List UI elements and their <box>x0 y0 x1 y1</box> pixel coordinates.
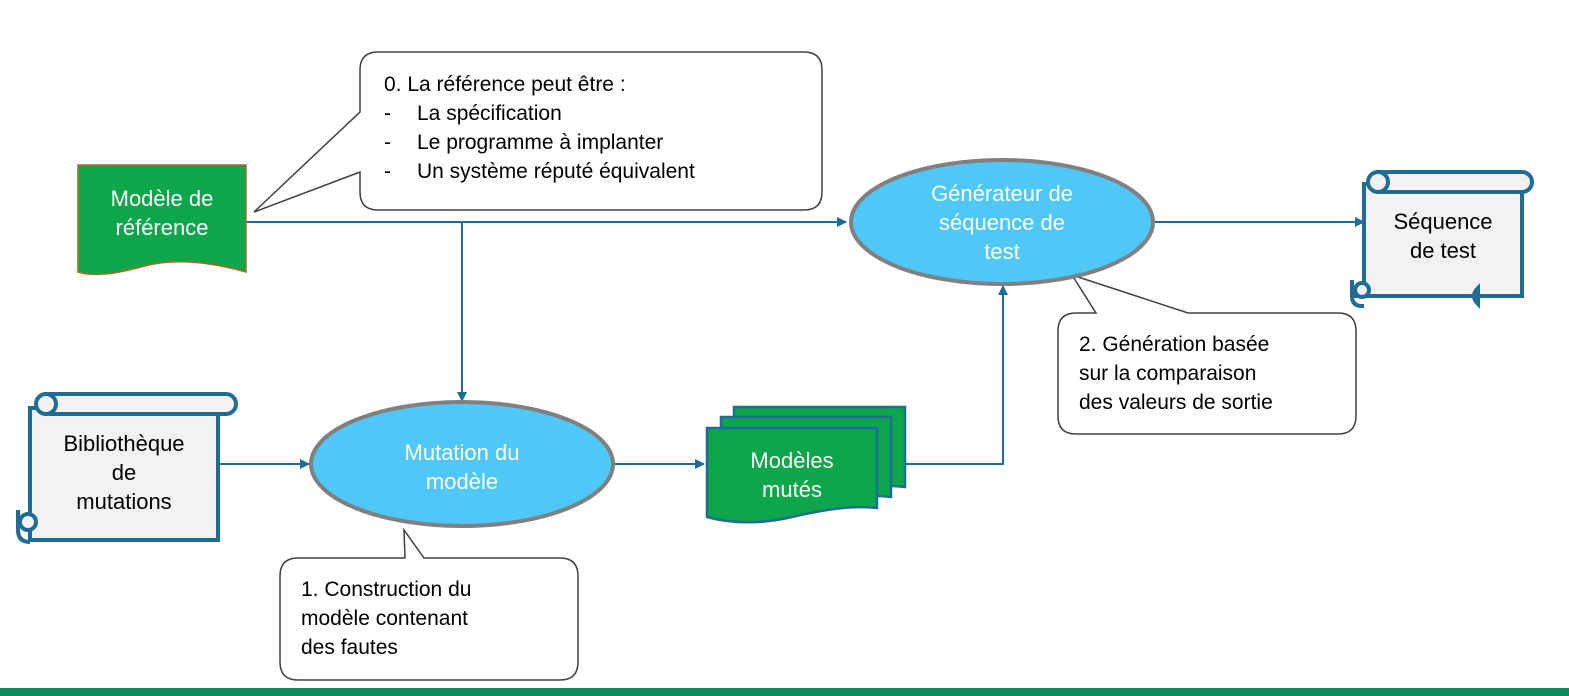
reference-model-line-1: Modèle de <box>110 186 214 211</box>
test-generator-line-3: test <box>984 238 1020 264</box>
mutation-library-shape <box>16 392 238 544</box>
test-generator-label: Générateur de séquence de test <box>880 176 1124 268</box>
callout-generation-line-1: 2. Génération basée <box>1079 333 1270 356</box>
test-generator-line-2: séquence de <box>939 209 1065 235</box>
mutation-library-line-2: de <box>111 459 137 485</box>
mutated-models-line-2: mutés <box>762 477 822 502</box>
test-sequence-line-2: de test <box>1409 238 1477 263</box>
test-sequence-line-1: Séquence <box>1393 209 1493 234</box>
bullet-dash: - <box>384 160 391 183</box>
mutated-models-line-1: Modèles <box>750 448 834 473</box>
callout-construction-line-3: des fautes <box>301 636 398 659</box>
test-generator-shape <box>849 158 1155 286</box>
connectors <box>218 217 1365 469</box>
mutated-models-label: Modèles mutés <box>707 442 877 508</box>
callout-construction-line-2: modèle contenant <box>301 607 468 630</box>
bullet-dash: - <box>384 131 391 154</box>
callout-generation-text: 2. Génération basée sur la comparaison d… <box>1079 330 1351 417</box>
model-mutation-line-1: Mutation du <box>404 440 520 465</box>
bullet-text: Un système réputé équivalent <box>417 160 695 183</box>
callout-construction-shape <box>279 527 579 681</box>
callout-generation-line-2: sur la comparaison <box>1079 362 1257 385</box>
reference-model-line-2: référence <box>115 215 209 240</box>
model-mutation-label: Mutation du modèle <box>340 434 584 500</box>
callout-generation-line-3: des valeurs de sortie <box>1079 391 1273 414</box>
test-sequence-shape <box>1350 170 1534 309</box>
callout-construction-line-1: 1. Construction du <box>301 578 472 601</box>
bullet-text: La spécification <box>417 102 562 125</box>
model-mutation-shape <box>309 400 615 528</box>
callout-construction-text: 1. Construction du modèle contenant des … <box>301 575 573 662</box>
footer-bar <box>0 688 1569 696</box>
callout-reference-item-3: - Un système réputé équivalent <box>384 157 814 186</box>
callout-reference-item-2: - Le programme à implanter <box>384 128 814 157</box>
mutation-library-line-1: Bibliothèque <box>63 430 185 456</box>
test-generator-line-1: Générateur de <box>931 180 1073 206</box>
callout-reference-item-1: - La spécification <box>384 99 814 128</box>
mutation-library-label: Bibliothèque de mutations <box>32 420 216 524</box>
reference-model-label: Modèle de référence <box>78 176 246 250</box>
callout-reference-shape <box>253 51 823 213</box>
callout-generation-shape <box>1057 273 1357 435</box>
arrow-mutated-models-to-generator <box>906 285 1008 465</box>
callout-reference-title: 0. La référence peut être : <box>384 73 626 96</box>
reference-model-shape <box>77 164 247 276</box>
mutation-library-line-3: mutations <box>76 488 172 514</box>
bullet-dash: - <box>384 102 391 125</box>
mutated-models-shape <box>705 405 907 524</box>
model-mutation-line-2: modèle <box>425 469 499 494</box>
bullet-text: Le programme à implanter <box>417 131 664 154</box>
test-sequence-label: Séquence de test <box>1366 196 1520 276</box>
callout-reference-text: 0. La référence peut être : - La spécific… <box>384 70 814 186</box>
